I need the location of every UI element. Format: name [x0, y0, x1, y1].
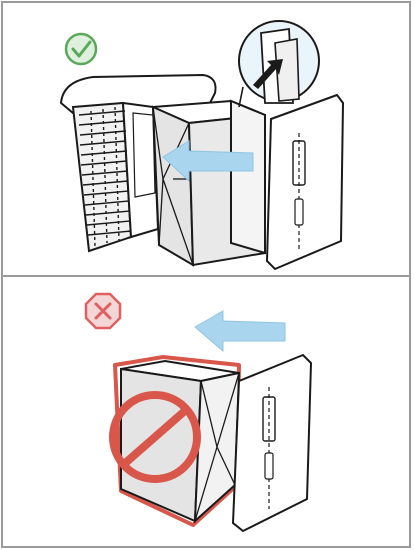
zoom-callout	[238, 20, 320, 108]
x-octagon-icon	[84, 292, 122, 330]
filter-correct	[151, 99, 266, 267]
checkmark-circle-icon	[64, 32, 98, 66]
back-cover	[265, 93, 345, 271]
incorrect-illustration	[84, 292, 313, 533]
correct-illustration	[59, 20, 345, 271]
zoom-pointer-arrow	[253, 59, 283, 89]
back-cover	[231, 353, 313, 533]
purifier-body	[59, 73, 217, 253]
filter-incorrect	[113, 355, 241, 527]
prohibited-icon	[109, 391, 201, 483]
panel-correct	[1, 1, 411, 277]
move-arrow-left	[194, 310, 286, 353]
panel-incorrect	[1, 275, 411, 548]
insert-arrow-left	[162, 140, 254, 183]
